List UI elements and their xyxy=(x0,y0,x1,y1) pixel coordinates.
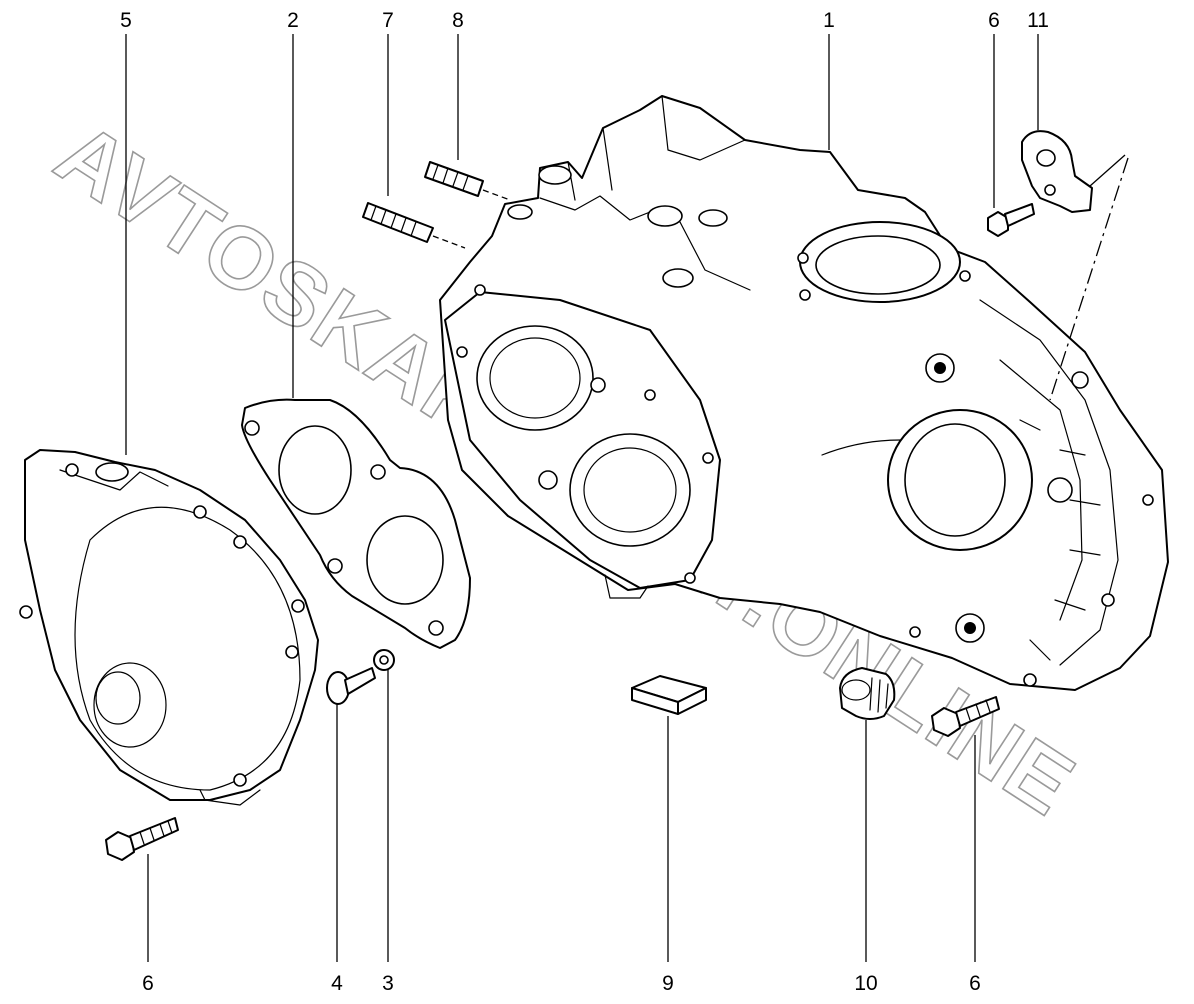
callout-10: 10 xyxy=(854,972,877,995)
callout-5: 5 xyxy=(120,9,132,32)
lock-washer xyxy=(373,649,395,671)
gearbox-housing xyxy=(439,95,1169,691)
callout-1: 1 xyxy=(823,9,835,32)
lifting-bracket xyxy=(1021,130,1093,213)
screw xyxy=(326,667,376,705)
stud-7 xyxy=(362,202,466,249)
magnet xyxy=(631,675,707,715)
callout-6-left: 6 xyxy=(142,972,154,995)
callout-8: 8 xyxy=(452,9,464,32)
callout-11: 11 xyxy=(1027,9,1049,32)
rear-cover xyxy=(19,449,319,806)
flange-bolt-lower xyxy=(931,696,1000,737)
callout-6-right: 6 xyxy=(969,972,981,995)
callout-9: 9 xyxy=(662,972,674,995)
callout-labels: 5 2 7 8 1 6 11 6 4 3 9 10 6 xyxy=(120,9,1049,995)
callout-6-top: 6 xyxy=(988,9,1000,32)
drain-plug xyxy=(839,667,896,720)
gasket xyxy=(241,398,471,649)
callout-2: 2 xyxy=(287,9,299,32)
callout-4: 4 xyxy=(331,972,343,995)
leader-lines xyxy=(125,34,1039,962)
flange-bolt-upper xyxy=(987,203,1035,237)
callout-3: 3 xyxy=(382,972,394,995)
stud-8 xyxy=(424,161,511,201)
flange-bolt-cover xyxy=(105,817,179,861)
callout-7: 7 xyxy=(382,9,394,32)
